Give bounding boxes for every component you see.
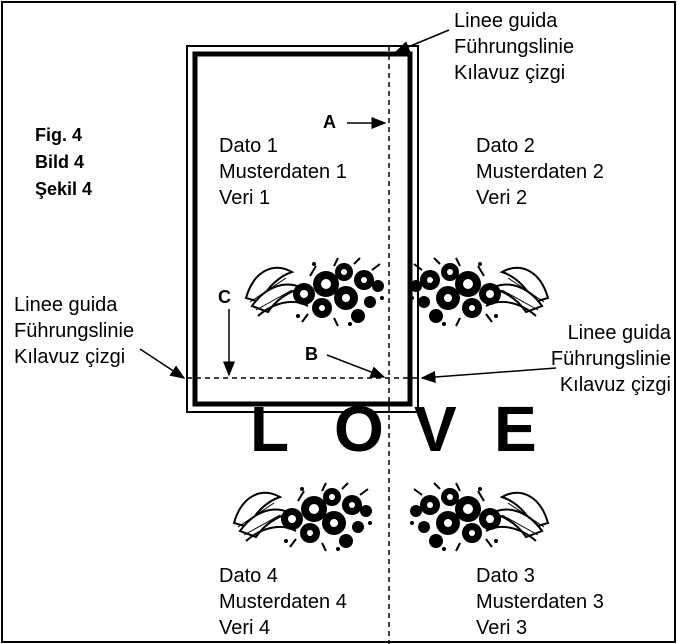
data-block-line: Musterdaten 4 (219, 591, 347, 613)
arrow-right-guide (420, 367, 557, 383)
marker-a: A (323, 112, 336, 132)
marker-b: B (305, 344, 318, 364)
guide-label-left: Linee guida Führungslinie Kılavuz çizgi (14, 292, 134, 370)
guide-label-right: Linee guida Führungslinie Kılavuz çizgi (551, 320, 671, 398)
data-block-line: Dato 4 (219, 565, 278, 587)
word-letter-v: V (414, 393, 457, 465)
word-letter-l: L (250, 393, 290, 465)
floral-ornament-bottom-left (233, 482, 373, 552)
data-block-line: Veri 1 (219, 187, 271, 209)
word-letter-e: E (494, 393, 537, 465)
floral-ornament-top-right (409, 257, 549, 327)
guide-label-line: Kılavuz çizgi (454, 62, 566, 84)
arrow-top-guide (394, 29, 450, 53)
hoop-frame-outer (186, 45, 419, 413)
word-letter-o: O (334, 393, 384, 465)
guide-label-line: Linee guida (567, 322, 671, 344)
data-block-1: Dato 1 Musterdaten 1 Veri 1 (219, 133, 347, 211)
guide-label-line: Kılavuz çizgi (559, 374, 671, 396)
data-block-2: Dato 2 Musterdaten 2 Veri 2 (476, 133, 604, 211)
data-block-3: Dato 3 Musterdaten 3 Veri 3 (476, 563, 604, 641)
figure-caption-line: Şekil 4 (35, 179, 93, 199)
arrow-b (326, 354, 386, 378)
figure-caption-line: Bild 4 (35, 152, 85, 172)
guide-label-top: Linee guida Führungslinie Kılavuz çizgi (454, 8, 574, 86)
data-block-line: Musterdaten 2 (476, 161, 604, 183)
data-block-line: Musterdaten 1 (219, 161, 347, 183)
figure-caption: Fig. 4 Bild 4 Şekil 4 (35, 122, 92, 203)
data-block-line: Musterdaten 3 (476, 591, 604, 613)
hoop-frame-inner (192, 51, 413, 407)
data-block-line: Dato 2 (476, 135, 535, 157)
guide-label-line: Linee guida (14, 294, 118, 316)
data-block-line: Veri 3 (476, 617, 528, 639)
arrow-left-guide (139, 348, 186, 379)
data-block-line: Dato 3 (476, 565, 535, 587)
data-block-4: Dato 4 Musterdaten 4 Veri 4 (219, 563, 347, 641)
figure-caption-line: Fig. 4 (35, 125, 83, 145)
floral-ornament-bottom-right (409, 482, 549, 552)
guide-label-line: Führungslinie (550, 348, 671, 370)
floral-ornament-top-left (245, 257, 385, 327)
guide-label-line: Führungslinie (454, 36, 575, 58)
guide-label-line: Linee guida (454, 10, 558, 32)
data-block-line: Veri 2 (476, 187, 528, 209)
marker-c: C (218, 287, 231, 307)
guide-label-line: Führungslinie (14, 320, 135, 342)
guide-label-line: Kılavuz çizgi (14, 346, 126, 368)
data-block-line: Dato 1 (219, 135, 278, 157)
data-block-line: Veri 4 (219, 617, 271, 639)
